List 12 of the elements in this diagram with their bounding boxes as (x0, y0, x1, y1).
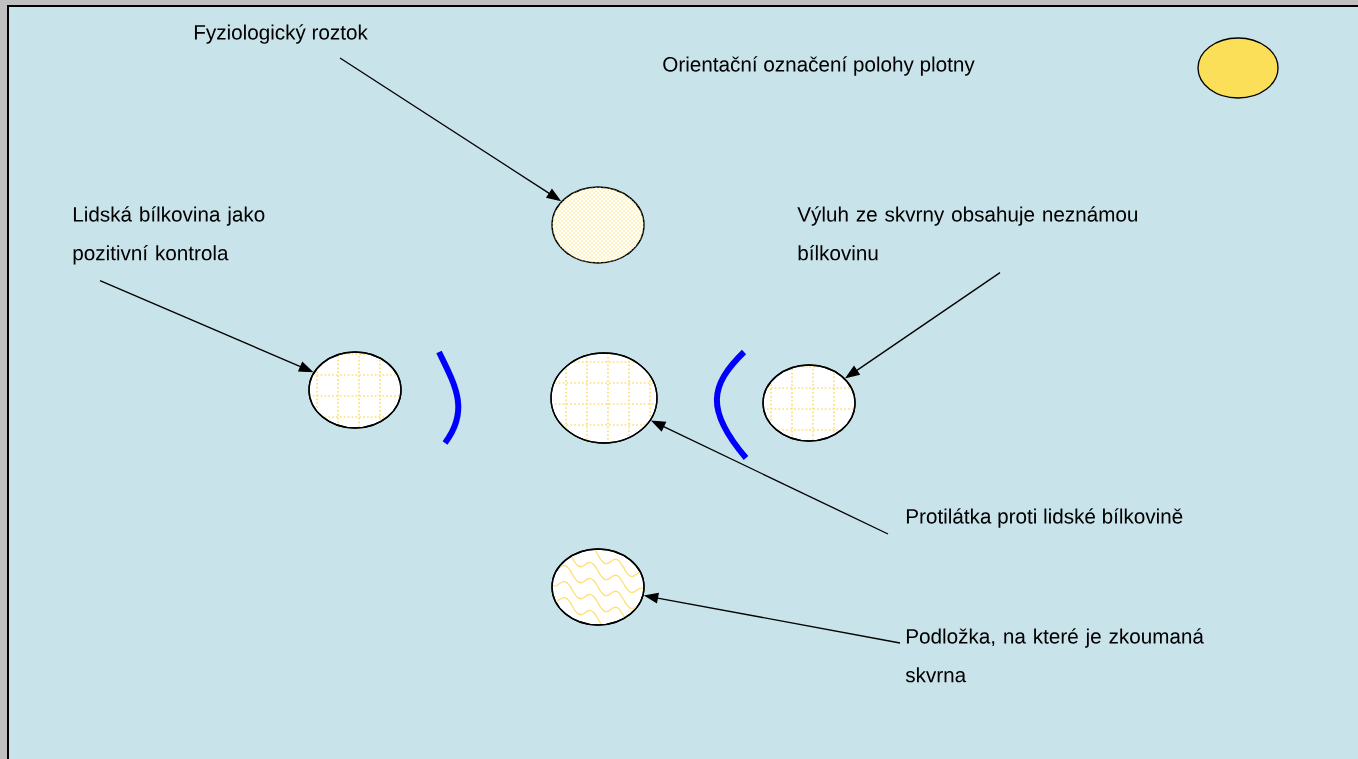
callout-text: Protilátka proti lidské bílkovině (906, 508, 1183, 528)
well-ellipse (551, 186, 645, 264)
well-ellipse (308, 351, 402, 429)
marker-ellipse (1197, 37, 1279, 99)
callout-text: Výluh ze skvrny obsahuje neznámou bílkovinu (797, 206, 1138, 261)
callout-text: Podložka, na které je zkoumaná skvrna (905, 628, 1204, 683)
well-ellipse (551, 548, 645, 626)
well-ellipse (550, 352, 658, 444)
legend-text: Orientační označení polohy plotny (663, 56, 975, 76)
well-ellipse (762, 364, 856, 442)
callout-text: Fyziologický roztok (194, 24, 368, 44)
callout-text: Lidská bílkovina jako pozitivní kontrola (73, 206, 265, 265)
